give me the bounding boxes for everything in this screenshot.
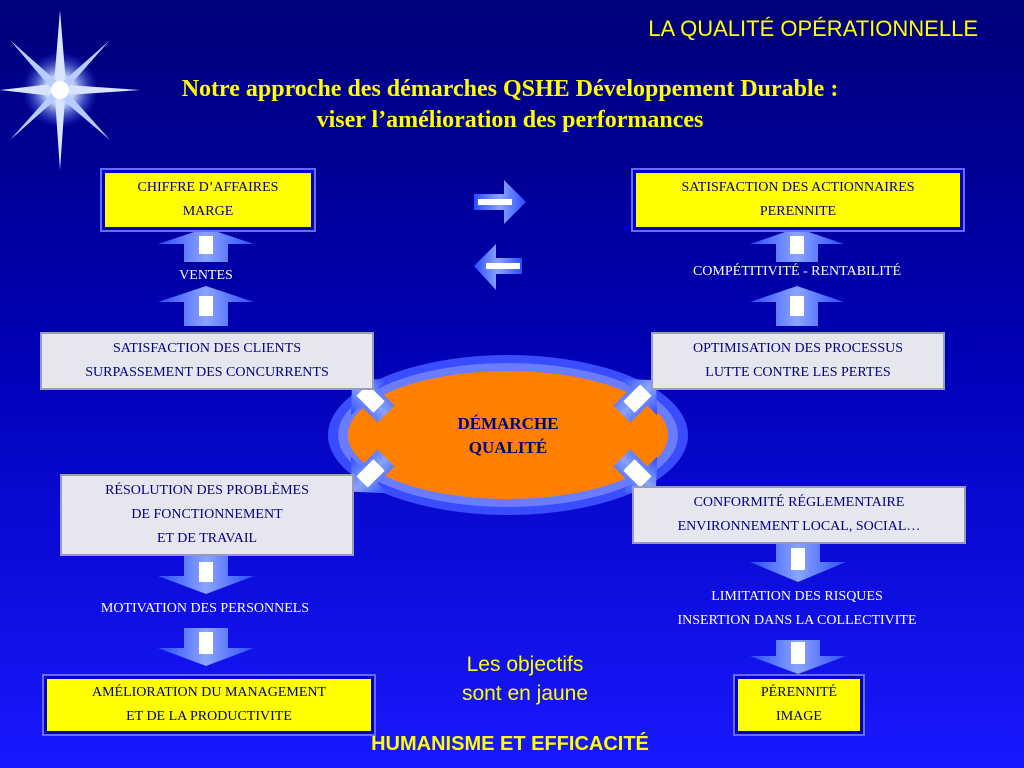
arrow-left-icon [474,244,522,290]
footer-slogan: HUMANISME ET EFFICACITÉ [371,733,649,755]
box-line: IMAGE [776,709,822,724]
box-line: DE FONCTIONNEMENT [131,507,283,522]
info-box-satisfaction-clients: SATISFACTION DES CLIENTS SURPASSEMENT DE… [40,332,374,390]
box-line: CHIFFRE D’AFFAIRES [137,180,279,195]
box-line: LUTTE CONTRE LES PERTES [705,365,891,380]
label-line: INSERTION DANS LA COLLECTIVITE [677,613,917,628]
arrow-down-icon [750,640,846,674]
box-line: OPTIMISATION DES PROCESSUS [692,341,904,356]
arrow-down-icon [158,628,254,666]
box-line: SURPASSEMENT DES CONCURRENTS [85,365,329,380]
box-line: MARGE [182,204,234,219]
slide-subtitle: Notre approche des démarches QSHE Dévelo… [120,74,900,136]
arrow-up-icon [158,286,254,326]
arrow-down-icon [350,449,395,494]
label-ventes: VENTES [179,268,233,283]
center-label-demarche-qualite: DÉMARCHE QUALITÉ [418,412,598,460]
box-line: RÉSOLUTION DES PROBLÈMES [105,483,309,498]
label-competitivite: COMPÉTITIVITÉ - RENTABILITÉ [692,264,902,279]
subtitle-line: Notre approche des démarches QSHE Dévelo… [181,76,839,102]
info-box-resolution-problemes: RÉSOLUTION DES PROBLÈMES DE FONCTIONNEME… [60,474,354,556]
objectives-note: Les objectifs sont en jaune [420,650,630,708]
objective-box-chiffre-affaires: CHIFFRE D’AFFAIRES MARGE [100,168,316,232]
label-line: LIMITATION DES RISQUES [711,589,883,604]
box-line: ET DE LA PRODUCTIVITE [126,709,292,724]
box-line: PÉRENNITÉ [760,685,838,700]
label-motivation: MOTIVATION DES PERSONNELS [100,601,310,616]
arrow-down-icon [750,544,846,582]
star-flare-icon [0,10,140,170]
arrow-down-icon [613,449,658,494]
center-ellipse [328,355,688,515]
info-box-optimisation-processus: OPTIMISATION DES PROCESSUS LUTTE CONTRE … [651,332,945,390]
center-label-line: DÉMARCHE [457,414,559,433]
info-box-conformite: CONFORMITÉ RÉGLEMENTAIRE ENVIRONNEMENT L… [632,486,966,544]
label-limitation-risques: LIMITATION DES RISQUES INSERTION DANS LA… [632,585,962,633]
arrow-up-icon [750,228,844,262]
objective-box-satisfaction-actionnaires: SATISFACTION DES ACTIONNAIRES PERENNITE [631,168,965,232]
subtitle-line: viser l’amélioration des performances [316,107,704,133]
arrow-up-icon [613,378,658,423]
arrow-up-icon [158,228,254,262]
note-line: Les objectifs [466,653,584,676]
objective-box-perennite: PÉRENNITÉ IMAGE [733,674,865,736]
slide-title: LA QUALITÉ OPÉRATIONNELLE [648,16,978,41]
arrow-up-icon [750,286,844,326]
box-line: AMÉLIORATION DU MANAGEMENT [91,685,327,700]
box-line: PERENNITE [759,204,837,219]
objective-box-management: AMÉLIORATION DU MANAGEMENT ET DE LA PROD… [42,674,376,736]
box-line: ET DE TRAVAIL [156,531,258,546]
center-label-line: QUALITÉ [468,438,548,457]
box-line: CONFORMITÉ RÉGLEMENTAIRE [693,495,905,510]
box-line: ENVIRONNEMENT LOCAL, SOCIAL… [677,519,921,534]
box-line: SATISFACTION DES CLIENTS [113,341,301,356]
arrow-right-icon [474,180,526,224]
box-line: SATISFACTION DES ACTIONNAIRES [681,180,915,195]
arrow-down-icon [158,556,254,594]
note-line: sont en jaune [461,682,589,705]
